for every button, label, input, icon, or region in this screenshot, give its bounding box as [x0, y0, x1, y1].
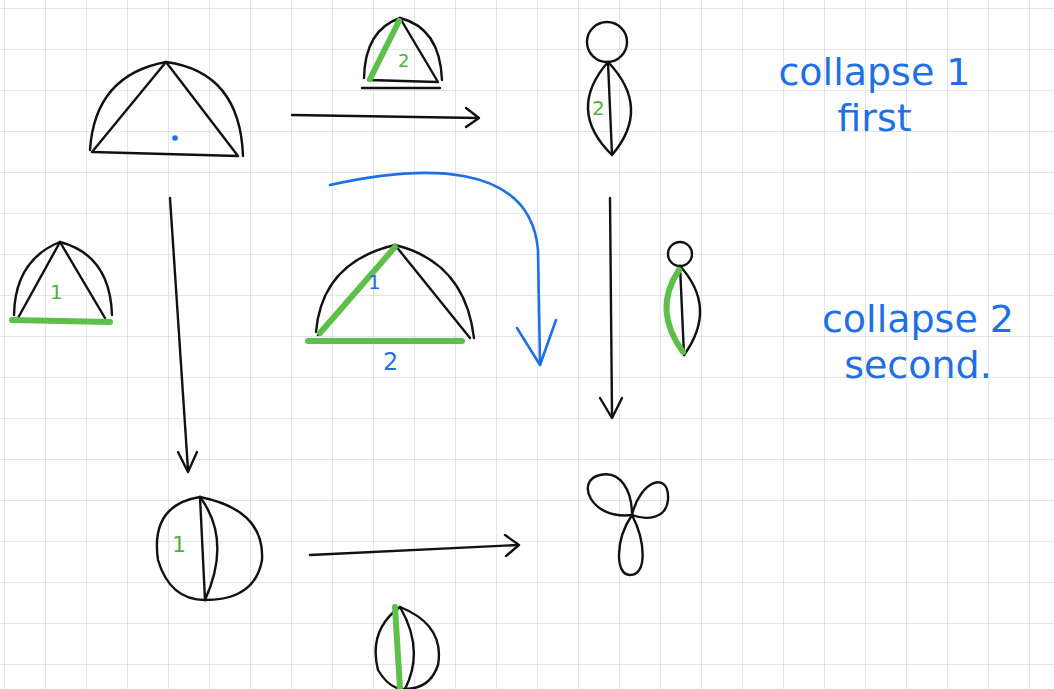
- graph-edge: [166, 62, 243, 156]
- lens-edges: [666, 266, 700, 355]
- graph-edge: [14, 242, 60, 315]
- loop: [632, 482, 668, 518]
- multi-edge-graph: [157, 497, 262, 600]
- highlight-edge: [666, 270, 683, 352]
- loop: [587, 22, 627, 62]
- graph-edge: [400, 607, 439, 689]
- arrow-line: [610, 198, 612, 415]
- edge-number: 1: [50, 280, 63, 304]
- highlight-edge: [370, 21, 399, 79]
- arrow-head: [517, 320, 556, 365]
- arrow-line: [310, 545, 518, 555]
- graph-edge: [200, 497, 217, 600]
- graph-edges: [92, 62, 238, 156]
- order-number: 2: [383, 348, 398, 377]
- loop-graph: [666, 242, 700, 355]
- graph-edge: [90, 62, 166, 150]
- graph-edge: [376, 607, 405, 689]
- graph-edge: [200, 497, 205, 600]
- order-number: 1: [368, 270, 381, 294]
- arrow-head: [178, 452, 197, 472]
- note: collapse 2 second.: [792, 297, 1044, 388]
- graph-edge: [60, 242, 112, 315]
- graph-edges: [318, 245, 470, 338]
- dot: [174, 137, 177, 140]
- arrow-head: [600, 398, 622, 418]
- arrow-line: [170, 198, 188, 470]
- note: collapse 1 first: [752, 50, 997, 141]
- edge-number: 2: [398, 50, 409, 72]
- triangle-graph: [308, 245, 474, 341]
- small-graph: [362, 18, 442, 88]
- arrow-line: [292, 115, 478, 118]
- graph-edges: [18, 242, 105, 318]
- loop: [588, 474, 632, 515]
- edge-number: 1: [172, 532, 186, 558]
- loop: [619, 515, 643, 575]
- graph-edge: [364, 18, 400, 78]
- highlight-edge: [320, 247, 395, 333]
- bouquet-graph: [588, 474, 668, 575]
- highlight-edge: [395, 607, 400, 689]
- graph-edge: [316, 245, 395, 332]
- lens-edges: [588, 62, 631, 155]
- curved-arrow: [330, 173, 540, 362]
- graph-edge: [608, 62, 612, 155]
- triangle-graph: [90, 62, 243, 156]
- highlight-edge: [308, 338, 462, 344]
- highlight-edge: [12, 320, 110, 322]
- small-graph: [376, 607, 439, 689]
- arrow-head: [466, 108, 479, 127]
- loop-graph: [587, 22, 631, 155]
- graph-edges: [368, 18, 438, 82]
- graph-edge: [362, 87, 440, 89]
- arrow-head: [505, 535, 519, 556]
- graph-edge: [200, 497, 262, 600]
- graph-edge: [680, 266, 684, 355]
- graph-edge: [157, 497, 205, 600]
- edge-number: 2: [592, 96, 605, 120]
- small-graph: [12, 242, 112, 322]
- graph-edge: [395, 245, 474, 338]
- loop: [668, 242, 692, 266]
